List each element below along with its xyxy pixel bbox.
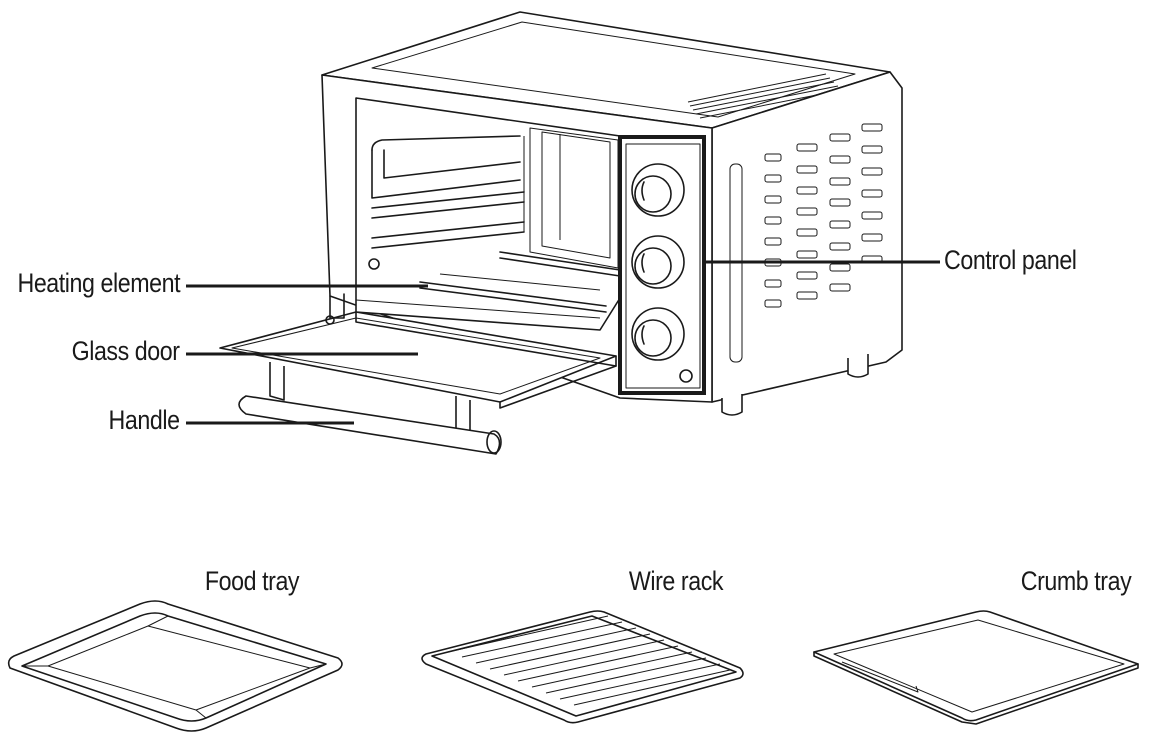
timer-knob[interactable] [631, 307, 685, 361]
toaster-oven [321, 11, 903, 416]
oven-cavity [355, 97, 621, 331]
oven-top-inner [371, 21, 856, 118]
crumb-tray-label: Crumb tray [1020, 566, 1132, 596]
oven-feet [721, 354, 869, 416]
leader-lines [186, 260, 940, 425]
function-knob[interactable] [631, 235, 685, 289]
oven-side-panel [711, 71, 903, 403]
crumb-tray [813, 610, 1139, 725]
control-panel [618, 135, 706, 395]
top-vent [687, 73, 843, 119]
handle-label: Handle [108, 405, 180, 435]
heating-element-label: Heating element [17, 268, 180, 298]
wire-rack-label: Wire rack [628, 566, 724, 596]
temperature-knob[interactable] [631, 163, 685, 217]
glass-door-label: Glass door [72, 336, 180, 366]
food-tray-label: Food tray [204, 566, 300, 596]
control-panel-label: Control panel [944, 245, 1077, 275]
rack-rails [368, 135, 525, 270]
heating-element [419, 251, 621, 313]
power-light [679, 369, 693, 383]
door-handle [238, 362, 502, 455]
food-tray [7, 600, 343, 732]
wire-rack [421, 610, 744, 724]
glass-door [219, 293, 617, 409]
